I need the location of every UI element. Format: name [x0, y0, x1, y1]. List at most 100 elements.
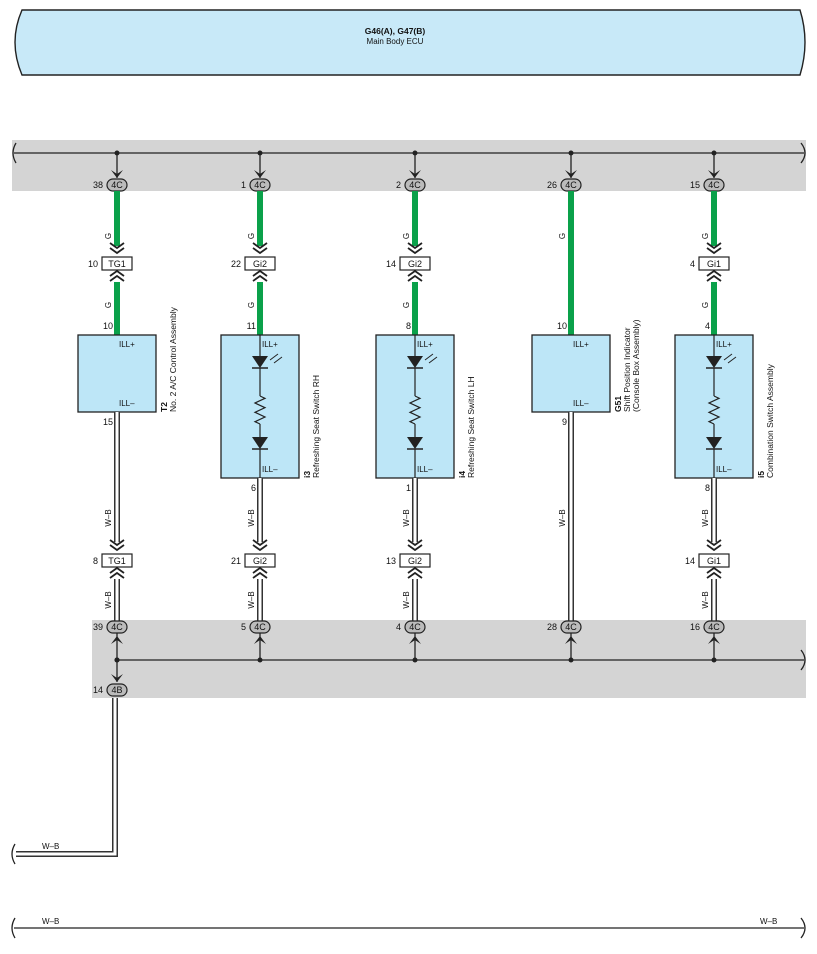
- continuation-wire-color-left: W–B: [42, 917, 59, 926]
- ecu-name: Main Body ECU: [367, 37, 424, 46]
- led-icon: [706, 356, 722, 368]
- bus-connector-label: 4C: [254, 180, 266, 190]
- component-bottom-pin: 8: [705, 483, 710, 493]
- component-box: [531, 334, 611, 413]
- led-rays-icon: [269, 353, 283, 364]
- inline-connector-name: TG1: [108, 556, 126, 566]
- bus-connector-label: 4C: [254, 622, 266, 632]
- bus-connector-label: 4C: [565, 180, 577, 190]
- bus-connector-label: 4C: [409, 180, 421, 190]
- terminal-ill-plus: ILL+: [119, 340, 135, 349]
- component-bottom-pin: 9: [562, 417, 567, 427]
- component-bottom-pin: 6: [251, 483, 256, 493]
- terminal-ill-minus: ILL–: [119, 399, 135, 408]
- bus-connector-pin: 5: [241, 622, 246, 632]
- bus-arrow: [111, 170, 123, 178]
- connector-chevron: [252, 566, 268, 574]
- component-name: No. 2 A/C Control Assembly: [168, 306, 178, 412]
- led-rays-icon: [723, 353, 737, 364]
- component-code: i5: [756, 471, 766, 478]
- component-box: [77, 334, 157, 413]
- connector-chevron: [706, 269, 722, 277]
- component-code: G51: [613, 396, 623, 412]
- resistor-icon: [408, 395, 422, 425]
- wire-color-label: G: [558, 233, 567, 239]
- bus-connector-pin: 15: [690, 180, 700, 190]
- component-bottom-pin: 1: [406, 483, 411, 493]
- bus-arrow: [409, 636, 421, 644]
- ground-wire-color: W–B: [42, 842, 59, 851]
- inline-connector-name: Gi1: [707, 259, 721, 269]
- wire-color-label: W–B: [104, 591, 113, 608]
- main-body-ecu-banner: G46(A), G47(B) Main Body ECU: [14, 9, 806, 76]
- connector-chevron: [252, 269, 268, 277]
- component-name: Refreshing Seat Switch LH: [466, 376, 476, 478]
- wire-color-label: W–B: [402, 509, 411, 526]
- wire-color-label: W–B: [402, 591, 411, 608]
- bus-arrow: [708, 170, 720, 178]
- terminal-ill-minus: ILL–: [573, 399, 589, 408]
- terminal-ill-minus: ILL–: [716, 465, 732, 474]
- bus-connector-label: 4C: [409, 622, 421, 632]
- resistor-icon: [707, 395, 721, 425]
- bus-junction: [257, 657, 263, 663]
- terminal-ill-minus: ILL–: [417, 465, 433, 474]
- wire-color-label: G: [701, 302, 710, 308]
- connector-chevron: [706, 274, 722, 282]
- bus-connector-pin: 28: [547, 622, 557, 632]
- inline-connector-pin: 10: [88, 259, 98, 269]
- bus-connector-label: 4C: [708, 622, 720, 632]
- connector-chevron: [109, 274, 125, 282]
- bus-arrow: [565, 170, 577, 178]
- connector-chevron: [706, 566, 722, 574]
- inline-connector-name: Gi2: [408, 556, 422, 566]
- continuation-wire-color-right: W–B: [760, 917, 777, 926]
- bus-connector-label: 4C: [708, 180, 720, 190]
- connector-chevron: [109, 571, 125, 579]
- wire-color-label: G: [104, 302, 113, 308]
- connector-chevron: [706, 571, 722, 579]
- bus-connector-pin: 2: [396, 180, 401, 190]
- ground-wire: W–B: [11, 698, 118, 865]
- bus-connector-pin: 26: [547, 180, 557, 190]
- component-code: i3: [302, 471, 312, 478]
- component-name: Shift Position Indicator: [622, 327, 632, 412]
- ground-pin: 14: [93, 685, 103, 695]
- diode-icon: [252, 437, 268, 449]
- wire-color-label: W–B: [247, 509, 256, 526]
- connector-chevron: [109, 566, 125, 574]
- connector-chevron: [407, 269, 423, 277]
- inline-connector-name: Gi2: [253, 556, 267, 566]
- connector-chevron: [407, 571, 423, 579]
- connector-chevron: [252, 274, 268, 282]
- diode-icon: [706, 437, 722, 449]
- connector-chevron: [109, 242, 125, 250]
- bus-connector-pin: 39: [93, 622, 103, 632]
- component-code: T2: [159, 402, 169, 412]
- inline-connector-name: TG1: [108, 259, 126, 269]
- wire-color-label: G: [701, 233, 710, 239]
- wire-color-label: W–B: [701, 591, 710, 608]
- connector-chevron: [407, 247, 423, 255]
- bus-junction: [114, 657, 120, 663]
- wb-continuation-line: W–B W–B: [11, 917, 806, 939]
- terminal-ill-plus: ILL+: [417, 340, 433, 349]
- connector-chevron: [407, 274, 423, 282]
- wire-color-label: G: [402, 302, 411, 308]
- terminal-ill-plus: ILL+: [573, 340, 589, 349]
- bus-connector-pin: 16: [690, 622, 700, 632]
- connector-chevron: [252, 571, 268, 579]
- terminal-ill-plus: ILL+: [716, 340, 732, 349]
- component-name-2: (Console Box Assembly): [631, 319, 641, 412]
- connector-chevron: [706, 242, 722, 250]
- component-name: Combination Switch Assembly: [765, 363, 775, 478]
- connector-chevron: [109, 269, 125, 277]
